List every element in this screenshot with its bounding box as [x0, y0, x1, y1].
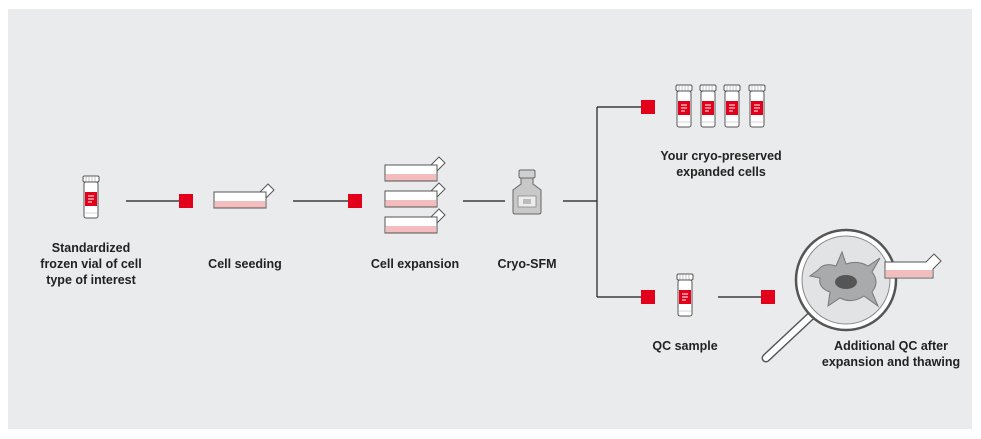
- red-marker-icon: [761, 290, 775, 304]
- flask-stack-icon: [384, 156, 446, 234]
- label-cryo-sfm: Cryo-SFM: [497, 257, 557, 271]
- qc-vial-icon: [676, 273, 694, 317]
- label-cell-seeding: Cell seeding: [208, 257, 282, 271]
- label-cryo-preserved: Your cryo-preserved expanded cells: [660, 149, 782, 179]
- label-qc-sample: QC sample: [652, 339, 718, 353]
- magnifier-icon: [761, 228, 898, 363]
- red-marker-icon: [348, 194, 362, 208]
- frozen-vial-icon: [82, 175, 100, 219]
- red-marker-icon: [179, 194, 193, 208]
- flask-icon: [213, 183, 275, 209]
- red-marker-icon: [641, 290, 655, 304]
- diagram-background: [8, 9, 972, 429]
- label-cell-expansion: Cell expansion: [370, 257, 460, 271]
- label-frozen-vial: Standardized frozen vial of cell type of…: [40, 241, 142, 287]
- vials-group-icon: [675, 84, 766, 128]
- flask-icon: [884, 253, 942, 279]
- label-additional-qc: Additional QC after expansion and thawin…: [821, 339, 961, 369]
- bottle-icon: [512, 169, 542, 215]
- red-marker-icon: [641, 100, 655, 114]
